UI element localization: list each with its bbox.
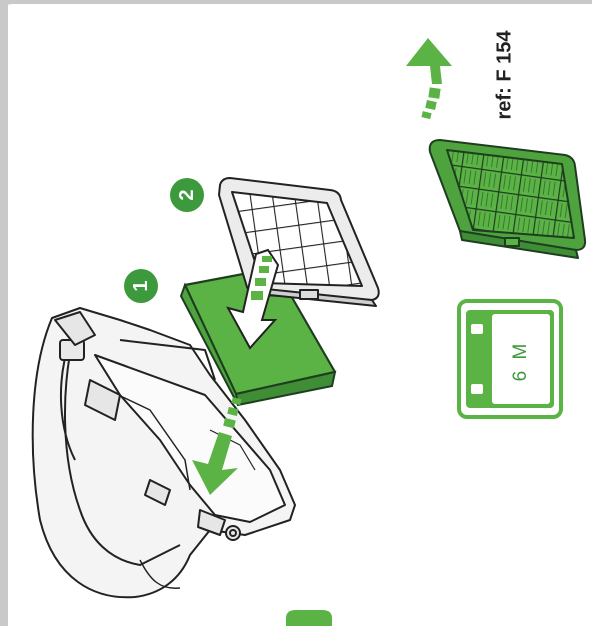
step-2-number: 2 — [172, 180, 202, 210]
arrow-up-icon — [406, 38, 452, 119]
filter-reference-label: ref: F 154 — [494, 31, 517, 120]
replacement-interval-label: 6 M — [510, 341, 532, 382]
bottom-tab — [286, 610, 332, 626]
replacement-filter-green — [430, 140, 585, 258]
step-1-number: 1 — [126, 271, 156, 301]
